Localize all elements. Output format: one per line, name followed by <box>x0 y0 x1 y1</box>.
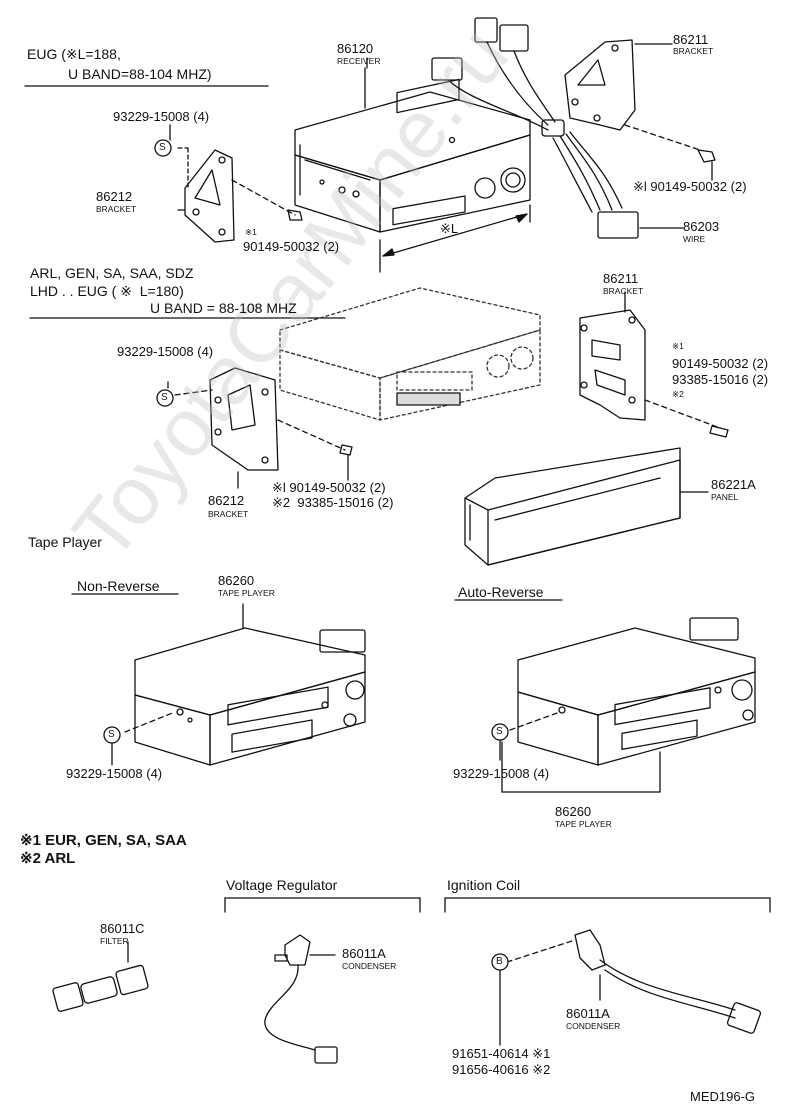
tape-player-right-number: 86260 <box>555 804 592 819</box>
bolt-top-right-part: ※l 90149-50032 (2) <box>633 179 747 194</box>
voltage-regulator-heading: Voltage Regulator <box>226 877 338 893</box>
bolt-ignition-part2: 91656-40616 ※2 <box>452 1062 551 1077</box>
bolt-top-left-part: 90149-50032 (2) <box>243 239 340 254</box>
condenser-ignition-name: CONDENSER <box>566 1021 621 1031</box>
tape-player-left-number: 86260 <box>218 573 255 588</box>
bolt-middle-right-mark1: ※1 <box>672 341 684 351</box>
receiver-unit-top <box>294 67 531 273</box>
bracket-middle-left-number: 86212 <box>208 493 245 508</box>
wire-part-number: 86203 <box>683 219 720 234</box>
bracket-top-right-number: 86211 <box>673 32 709 47</box>
bolt-middle-part1: ※l 90149-50032 (2) <box>272 480 386 495</box>
leader-lines <box>111 57 501 766</box>
bracket-middle-left-name: BRACKET <box>208 509 249 519</box>
screw-middle-left-part: 93229-15008 (4) <box>117 344 214 359</box>
tape-player-left <box>124 603 366 766</box>
bolt-top-mark: ※1 <box>245 227 257 237</box>
bolt-middle-right-mark2: ※2 <box>672 389 684 399</box>
bolt-middle-right-part2: 93385-15016 (2) <box>672 372 769 387</box>
receiver-part-name: RECEIVER <box>337 56 381 66</box>
filter-86011C <box>52 941 149 1012</box>
non-reverse-heading: Non-Reverse <box>77 578 160 594</box>
arl-header-line2: LHD . . EUG ( ※ L=180) <box>30 283 184 299</box>
panel-part-name: PANEL <box>711 492 739 502</box>
filter-part-name: FILTER <box>100 936 129 946</box>
tape-player-left-name: TAPE PLAYER <box>218 588 275 598</box>
wire-harness <box>431 17 684 239</box>
screw-tape-left-part: 93229-15008 (4) <box>66 766 163 781</box>
tape-player-right-name: TAPE PLAYER <box>555 819 612 829</box>
bolt-ignition-part1: 91651-40614 ※1 <box>452 1046 551 1061</box>
condenser-ignition-coil <box>499 929 762 1046</box>
bracket-top-left <box>177 147 303 243</box>
diagram-code: MED196-G <box>690 1089 756 1104</box>
bracket-top-right <box>564 39 716 181</box>
tape-player-right <box>501 617 756 793</box>
ignition-coil-heading: Ignition Coil <box>447 877 521 893</box>
auto-reverse-heading: Auto-Reverse <box>458 584 544 600</box>
symbol-s: S <box>496 726 503 737</box>
condenser-ignition-number: 86011A <box>566 1006 610 1021</box>
arl-header-line3: U BAND = 88-108 MHZ <box>150 300 297 316</box>
bracket-top-right-name: BRACKET <box>673 46 714 56</box>
wire-part-name: WIRE <box>683 234 706 244</box>
eug-header-line1: EUG (※L=188, <box>27 46 121 62</box>
condenser-voltage-name: CONDENSER <box>342 961 397 971</box>
symbol-s: S <box>108 729 115 740</box>
symbol-s: S <box>159 142 166 153</box>
bracket-middle-right-number: 86211 <box>603 271 639 286</box>
receiver-part-number: 86120 <box>337 41 374 56</box>
tape-player-heading: Tape Player <box>28 534 102 550</box>
panel-86221A <box>464 447 709 566</box>
screw-top-left-part: 93229-15008 (4) <box>113 109 210 124</box>
bracket-middle-right <box>579 291 729 438</box>
bolt-middle-right-part1: 90149-50032 (2) <box>672 356 769 371</box>
circle-symbols <box>103 139 509 971</box>
eug-header-line2: U BAND=88-104 MHZ) <box>68 66 212 82</box>
symbol-s: S <box>161 392 168 403</box>
bolt-middle-part2: ※2 93385-15016 (2) <box>272 495 394 510</box>
bracket-middle-right-name: BRACKET <box>603 286 644 296</box>
dimension-l: ※L <box>440 221 459 236</box>
note-1: ※1 EUR, GEN, SA, SAA <box>20 832 187 849</box>
symbol-b: B <box>496 956 503 967</box>
bracket-top-left-name: BRACKET <box>96 204 137 214</box>
panel-part-number: 86221A <box>711 477 756 492</box>
arl-header-line1: ARL, GEN, SA, SAA, SDZ <box>30 265 194 281</box>
condenser-voltage-regulator <box>264 934 338 1064</box>
header-underlines <box>24 85 563 601</box>
screw-tape-right-part: 93229-15008 (4) <box>453 766 550 781</box>
filter-part-number: 86011C <box>100 921 145 936</box>
receiver-middle-buttons <box>396 392 461 406</box>
condenser-voltage-number: 86011A <box>342 946 386 961</box>
bracket-middle-left <box>174 367 353 489</box>
bracket-top-left-number: 86212 <box>96 189 133 204</box>
note-2: ※2 ARL <box>20 850 76 867</box>
section-brackets <box>224 897 771 913</box>
receiver-unit-middle <box>279 287 541 421</box>
